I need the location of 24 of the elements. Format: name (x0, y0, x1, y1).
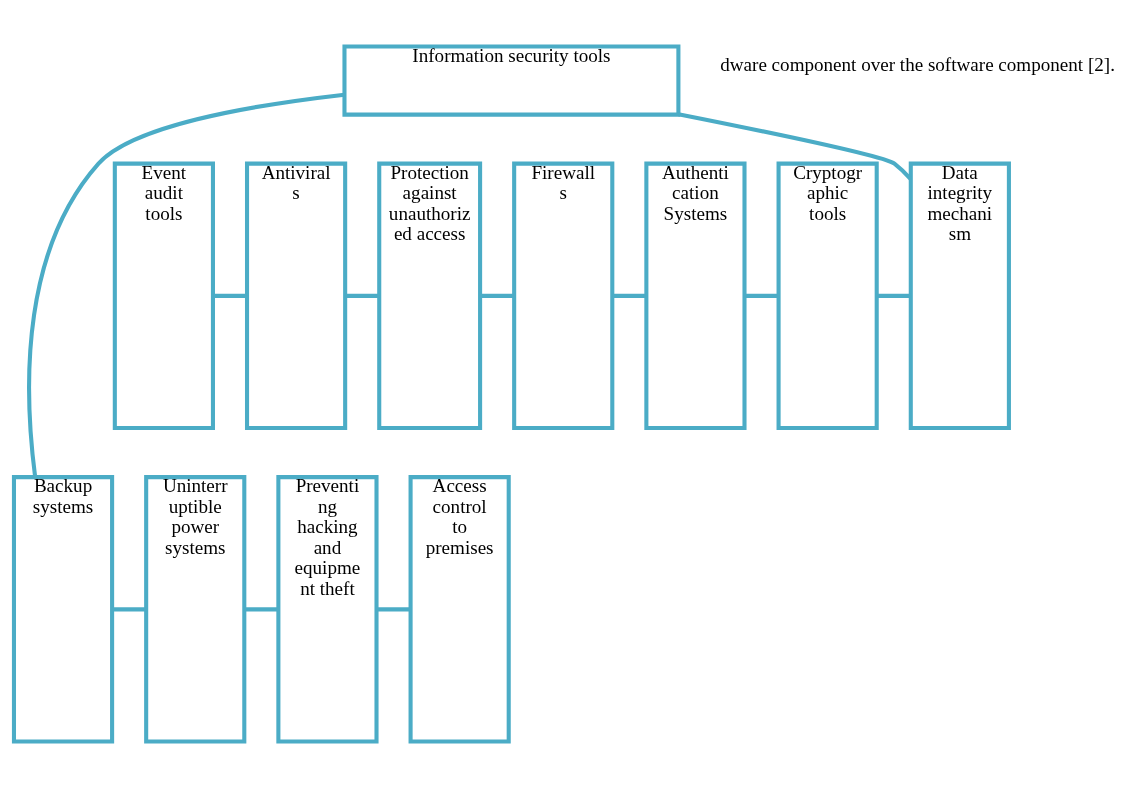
connector (745, 293, 778, 298)
connector (877, 293, 911, 298)
connector (480, 293, 514, 298)
node-box: Cryptogr aphic tools (776, 161, 879, 431)
connector (213, 293, 247, 298)
node-box: Firewall s (512, 161, 615, 431)
node-box: Authenti cation Systems (644, 161, 747, 431)
label: dware component over the software component [2]. (720, 54, 1115, 76)
node-box: Protection against unauthoriz ed access (377, 161, 483, 431)
node-box: Backup systems (11, 475, 115, 744)
connector (612, 293, 646, 298)
connector (244, 607, 278, 612)
node-box: Event audit tools (112, 161, 215, 431)
connector (112, 607, 146, 612)
connector (377, 607, 410, 612)
connector (678, 112, 912, 181)
node-box: Uninterr uptible power systems (144, 475, 247, 744)
node-box: Preventi ng hacking and equipme nt theft (276, 475, 379, 744)
node-box: Antiviral s (245, 161, 348, 431)
node-box: Information security tools (342, 44, 681, 117)
node-box: Data integrity mechani sm (908, 161, 1011, 431)
node-box: Access control to premises (408, 475, 511, 744)
connector (27, 92, 345, 478)
connector (345, 293, 380, 298)
